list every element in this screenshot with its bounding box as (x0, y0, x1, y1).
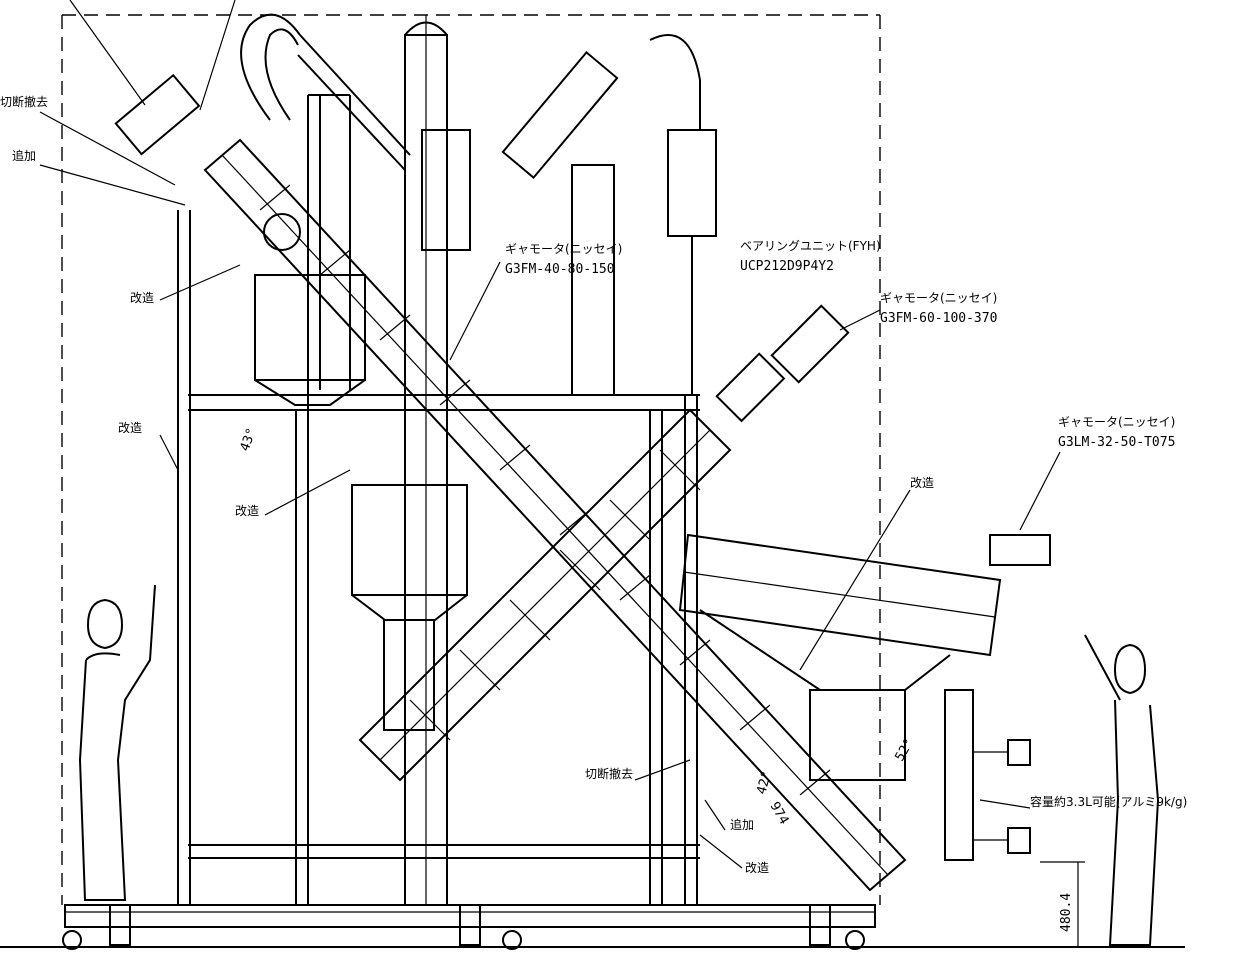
support-frame (177, 94, 700, 905)
gear-motors (114, 73, 1051, 566)
label-dim-480: 480.4 (1059, 893, 1074, 932)
label-modify-2: 改造 (118, 421, 142, 435)
human-figure-right (1084, 634, 1160, 946)
dimension-480 (1040, 861, 1085, 947)
label-angle-43: 43° (238, 426, 260, 453)
rotary-drum (678, 533, 1002, 781)
central-column (404, 15, 471, 906)
upper-hopper (254, 213, 366, 406)
label-modify-right: 改造 (910, 476, 934, 490)
label-bearing-model: UCP212D9P4Y2 (740, 259, 834, 274)
label-gearmotor-2-name: ギャモータ(ニッセイ) (880, 291, 997, 305)
label-gearmotor-3-name: ギャモータ(ニッセイ) (1058, 415, 1175, 429)
label-cut-remove-bottom: 切断撤去 (585, 766, 633, 781)
screw-conveyor-ascending (358, 408, 732, 782)
label-add-bottom: 追加 (730, 817, 754, 832)
base-frame (0, 904, 1185, 948)
outlet-valves (944, 689, 1031, 861)
label-modify-3: 改造 (235, 504, 259, 518)
dashed-outline (61, 14, 881, 905)
caster-wheels (62, 930, 865, 950)
label-cut-remove-top: 切断撤去 (0, 94, 48, 109)
label-add-top: 追加 (12, 148, 36, 163)
label-dim-974: 974 (767, 800, 792, 828)
label-gearmotor-2-model: G3FM-60-100-370 (880, 311, 997, 326)
human-figure-left (78, 584, 156, 901)
label-capacity: 容量約3.3L可能(アルミ9k/g) (1030, 794, 1187, 809)
exhaust-ducts (240, 13, 717, 395)
label-bearing-name: ベアリングユニット(FYH) (740, 239, 881, 253)
center-tank (351, 484, 468, 731)
label-modify-1: 改造 (130, 291, 154, 305)
label-gearmotor-3-model: G3LM-32-50-T075 (1058, 435, 1175, 450)
label-angle-42: 42° (754, 769, 775, 796)
label-modify-bottom: 改造 (745, 861, 769, 875)
label-gearmotor-1-name: ギャモータ(ニッセイ) (505, 242, 622, 256)
leader-lines (39, 0, 1061, 869)
label-angle-52: 52° (892, 736, 917, 764)
label-gearmotor-1-model: G3FM-40-80-150 (505, 262, 615, 277)
